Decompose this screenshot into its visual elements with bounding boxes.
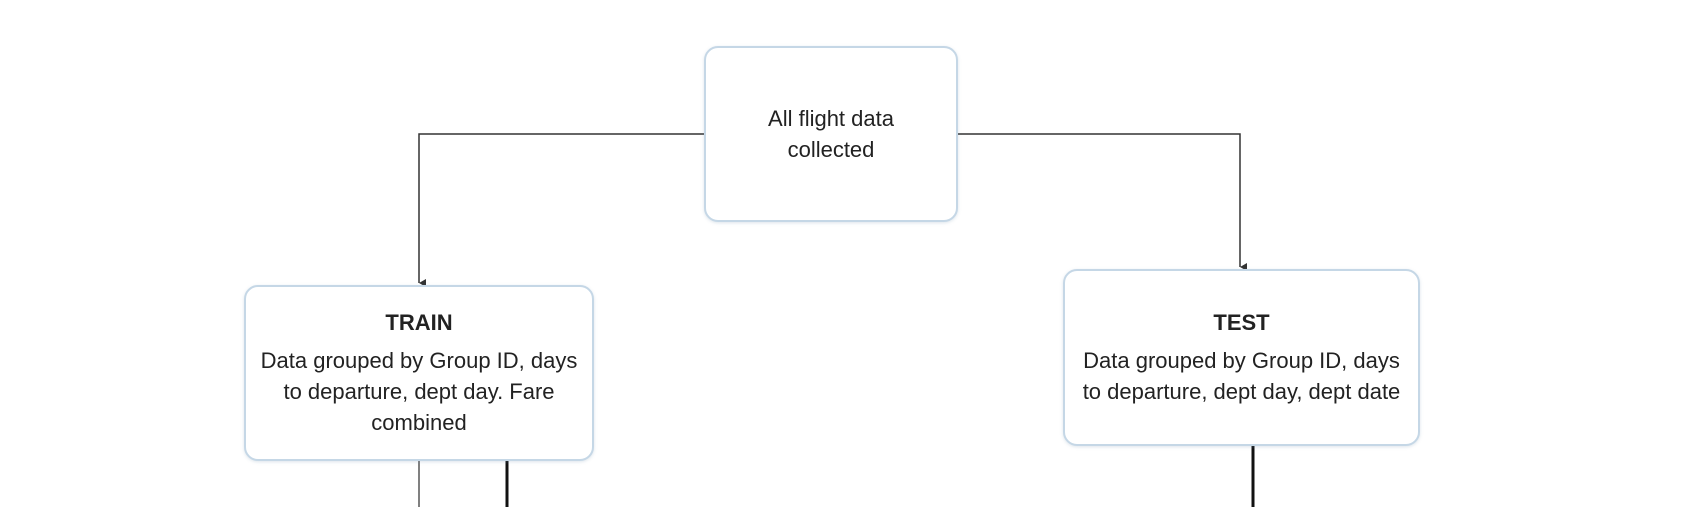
connector-root-to-train bbox=[418, 133, 704, 287]
root-node-label: All flight data collected bbox=[768, 106, 894, 162]
train-node-title: TRAIN bbox=[385, 309, 453, 335]
test-node-description: Data grouped by Group ID, days to depart… bbox=[1082, 347, 1401, 404]
connector-root-to-test bbox=[958, 133, 1247, 271]
test-node-title: TEST bbox=[1213, 309, 1270, 335]
train-node-description: Data grouped by Group ID, days to depart… bbox=[260, 347, 578, 435]
root-node-box: All flight data collected bbox=[704, 46, 958, 222]
test-node-box: TEST Data grouped by Group ID, days to d… bbox=[1063, 269, 1420, 446]
train-node-box: TRAIN Data grouped by Group ID, days to … bbox=[244, 285, 594, 461]
